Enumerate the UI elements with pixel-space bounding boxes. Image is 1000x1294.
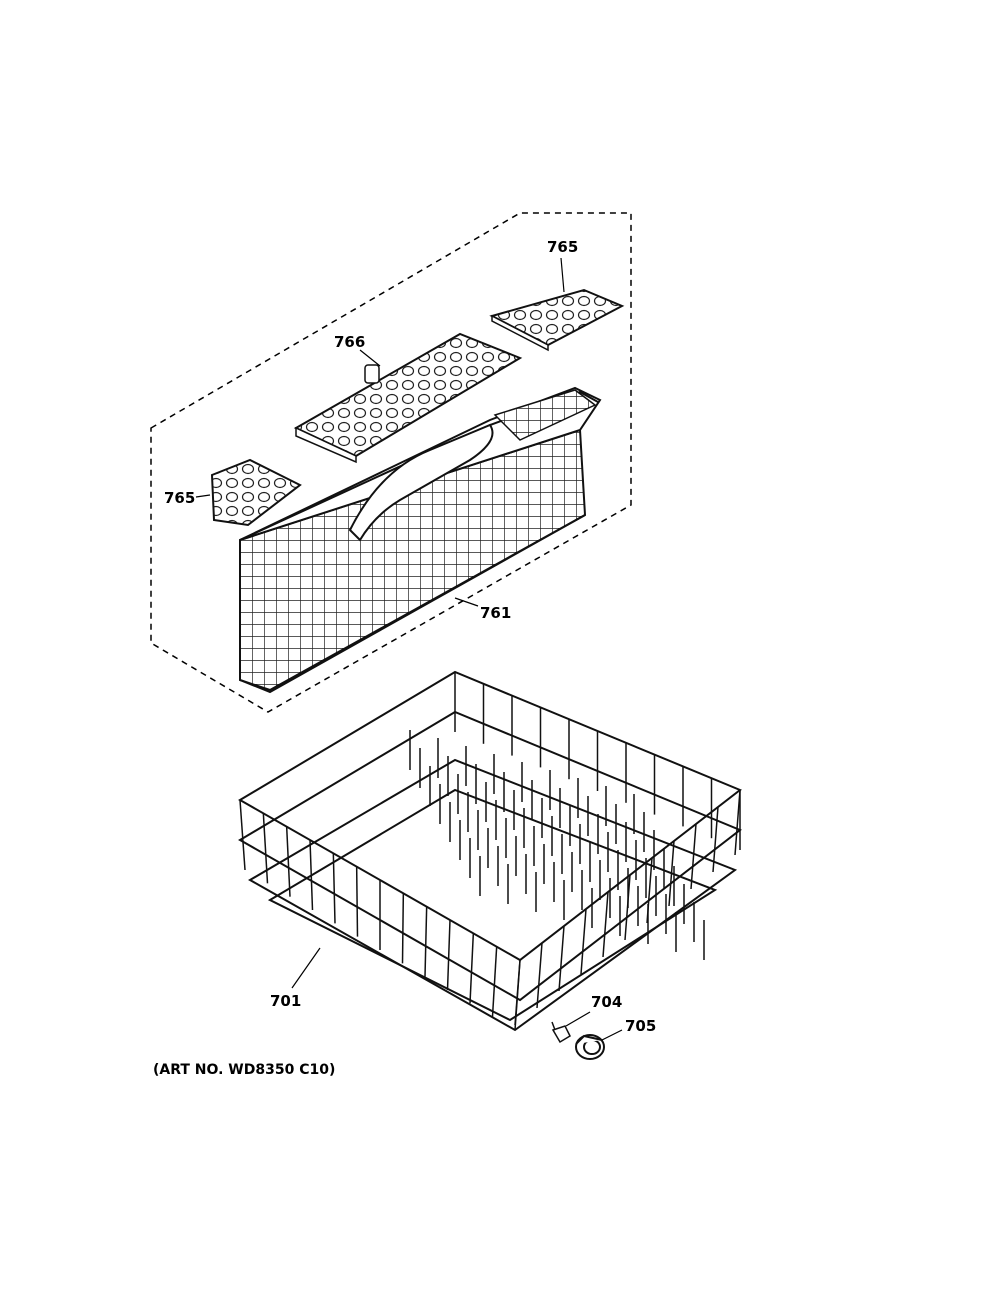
rack-wire bbox=[602, 891, 609, 958]
rack-wire bbox=[469, 933, 475, 1004]
rack-wire bbox=[514, 959, 521, 1026]
rack-wire bbox=[239, 799, 246, 871]
rack-wire bbox=[309, 839, 314, 911]
cover-insert-765-left bbox=[210, 458, 302, 527]
rack-wires bbox=[239, 672, 741, 1031]
callout-761: 761 bbox=[480, 604, 512, 622]
callout-701: 701 bbox=[270, 992, 302, 1010]
leader-lines bbox=[195, 257, 623, 1041]
rack-wire bbox=[536, 942, 543, 1009]
assembly-boundary bbox=[150, 212, 632, 713]
lower-rack-701 bbox=[238, 670, 742, 1032]
rack-tines bbox=[409, 730, 705, 960]
callout-766: 766 bbox=[334, 333, 366, 351]
rack-wire bbox=[446, 919, 451, 991]
callout-705: 705 bbox=[625, 1017, 657, 1035]
rack-clip-704 bbox=[551, 1021, 571, 1044]
callout-765-top: 765 bbox=[547, 238, 579, 256]
cover-insert-765-top bbox=[489, 288, 625, 352]
rack-wire bbox=[262, 813, 269, 884]
callout-765-left: 765 bbox=[164, 489, 196, 507]
callout-704: 704 bbox=[591, 993, 623, 1011]
rack-wire bbox=[580, 908, 587, 975]
rack-wire bbox=[734, 789, 741, 856]
rack-wheel-705 bbox=[575, 1034, 605, 1060]
rack-wire bbox=[712, 806, 719, 873]
rack-wire bbox=[491, 946, 498, 1017]
art-number: (ART NO. WD8350 C10) bbox=[153, 1062, 336, 1078]
rack-wire bbox=[668, 840, 675, 907]
rack-wire bbox=[424, 906, 428, 977]
rack-wire bbox=[285, 826, 291, 897]
cover-insert-766 bbox=[293, 332, 523, 464]
silverware-basket-761 bbox=[239, 386, 602, 694]
rack-wire bbox=[332, 853, 336, 924]
rack-wire bbox=[355, 866, 359, 937]
rack-wire bbox=[558, 925, 565, 992]
rack-wire bbox=[690, 823, 697, 890]
rack-wire bbox=[401, 893, 405, 964]
